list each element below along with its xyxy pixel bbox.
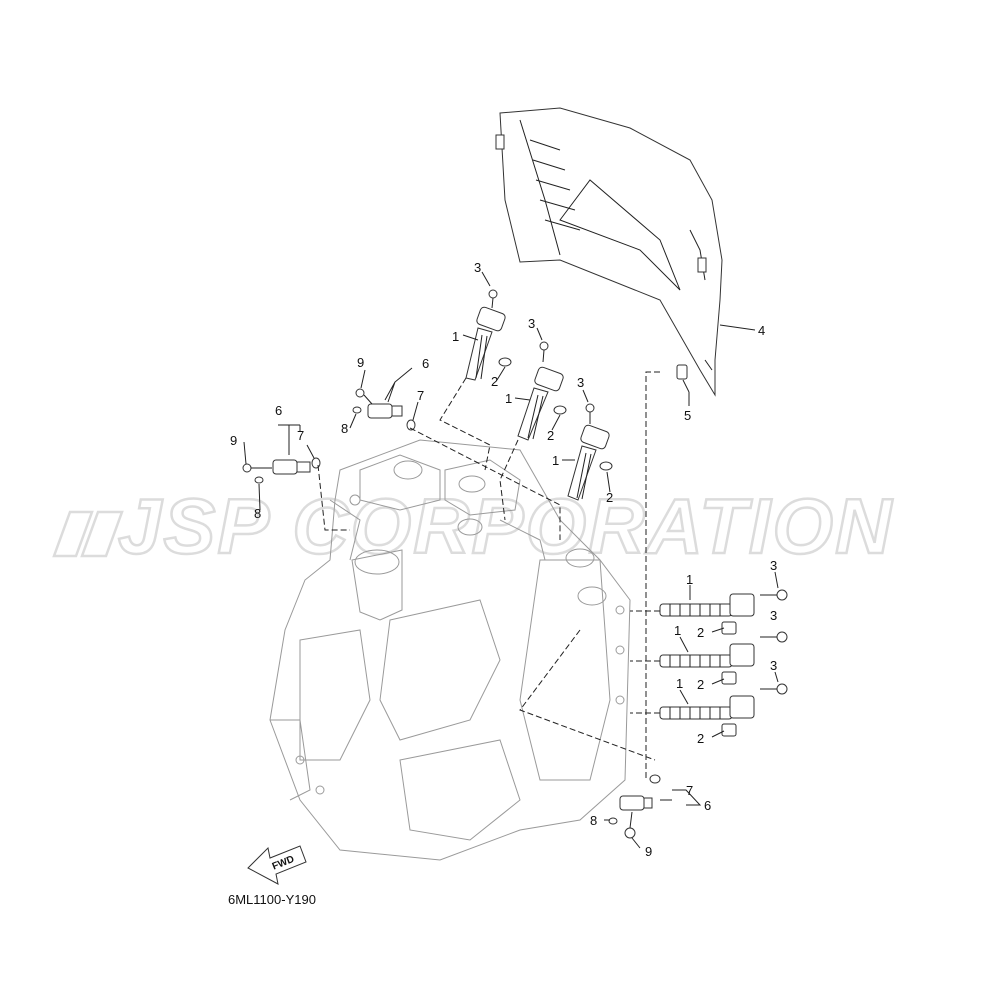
ignition-coil-1b	[517, 341, 567, 441]
ignition-coil-1a	[465, 289, 512, 381]
callout-2: 2	[606, 490, 613, 505]
callout-5: 5	[684, 408, 691, 423]
callout-labels: 3 1 2 3 1 2 3 1 2 4 5 9 6 7 8 6 7 9 8 1 …	[230, 260, 777, 859]
callout-8: 8	[254, 506, 261, 521]
callout-7: 7	[417, 388, 424, 403]
ignition-coil-group-right	[659, 589, 788, 737]
callout-2: 2	[697, 731, 704, 746]
sensor-assembly-middle	[352, 388, 416, 431]
callout-9: 9	[230, 433, 237, 448]
callout-9: 9	[645, 844, 652, 859]
callout-3: 3	[770, 658, 777, 673]
watermark-text: JSP CORPORATION	[118, 482, 893, 570]
callout-8: 8	[590, 813, 597, 828]
callout-4: 4	[758, 323, 765, 338]
callout-3: 3	[474, 260, 481, 275]
callout-2: 2	[491, 374, 498, 389]
callout-1: 1	[674, 623, 681, 638]
diagram-code: 6ML1100-Y190	[228, 892, 316, 907]
callout-3: 3	[577, 375, 584, 390]
callout-1: 1	[676, 676, 683, 691]
watermark: JSP CORPORATION	[52, 481, 893, 571]
ignition-coil-1d	[659, 589, 788, 635]
sensor-assembly-bottom	[608, 774, 661, 839]
callout-3: 3	[770, 558, 777, 573]
callout-1: 1	[686, 572, 693, 587]
callout-3: 3	[770, 608, 777, 623]
callout-6: 6	[275, 403, 282, 418]
callout-3: 3	[528, 316, 535, 331]
sensor-assembly-left	[242, 457, 321, 484]
callout-1: 1	[452, 329, 459, 344]
callout-6: 6	[704, 798, 711, 813]
callout-7: 7	[297, 428, 304, 443]
ignition-cover-part-4	[495, 107, 723, 397]
callout-6: 6	[422, 356, 429, 371]
ignition-coil-1f	[659, 683, 788, 737]
callout-1: 1	[552, 453, 559, 468]
watermark-logo	[52, 510, 124, 558]
callout-2: 2	[697, 625, 704, 640]
callout-8: 8	[341, 421, 348, 436]
ignition-coil-group-top	[465, 289, 613, 501]
grommet-part-5	[676, 364, 690, 393]
engine-block	[269, 439, 631, 861]
callout-2: 2	[697, 677, 704, 692]
callout-1: 1	[505, 391, 512, 406]
leader-lines	[243, 271, 779, 849]
callout-7: 7	[686, 783, 693, 798]
callout-9: 9	[357, 355, 364, 370]
fwd-arrow: FWD	[247, 845, 307, 885]
callout-2: 2	[547, 428, 554, 443]
ignition-coil-1c	[567, 403, 613, 501]
ignition-coil-1e	[659, 631, 788, 685]
